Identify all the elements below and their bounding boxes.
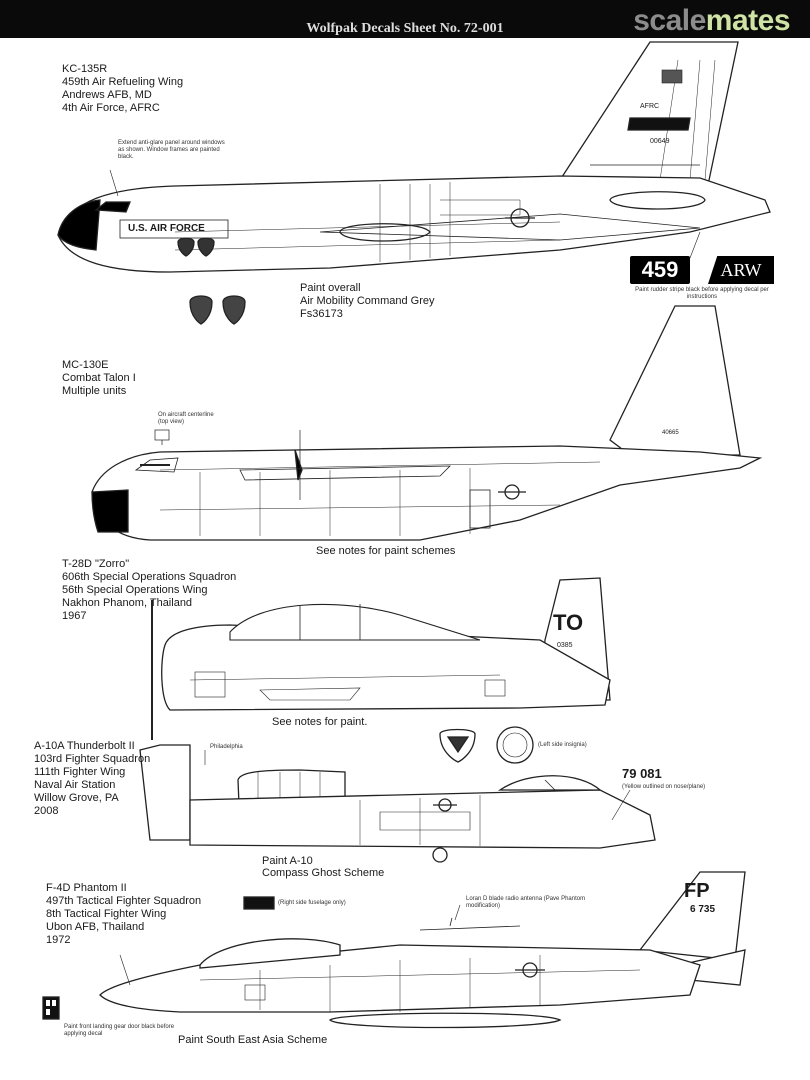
a10-callout-top: Philadelphia — [210, 744, 243, 750]
a10-insignia-note: (Left side insignia) — [538, 742, 587, 748]
aircraft-line-drawings — [42, 41, 771, 1029]
f4-line-4: 1972 — [46, 934, 71, 946]
f4-nose-callout: Paint front landing gear door black befo… — [64, 1024, 175, 1037]
f4-drawing — [42, 871, 746, 1029]
a10-designation: A-10A Thunderbolt II — [34, 740, 135, 752]
t28-line-2: 56th Special Operations Wing — [62, 584, 208, 596]
a10-line-5: 2008 — [34, 805, 59, 817]
kc135-paint-2: Air Mobility Command Grey — [300, 295, 435, 307]
t28-line-1: 606th Special Operations Squadron — [62, 571, 237, 583]
f4-tail-code: FP — [684, 880, 710, 902]
unit-badge-arw: ARW — [708, 256, 774, 284]
t28-line-4: 1967 — [62, 610, 87, 622]
mc130-line-1: Combat Talon I — [62, 372, 136, 384]
kc135-designation: KC-135R — [62, 63, 108, 75]
t28-tail-code: TO — [553, 610, 584, 635]
t28-designation: T-28D "Zorro" — [62, 558, 130, 570]
badge-note: Paint rudder stripe black before applyin… — [635, 287, 769, 300]
t28-paint-note: See notes for paint. — [272, 716, 368, 728]
f4-line-3: Ubon AFB, Thailand — [46, 921, 145, 933]
f4-line-1: 497th Tactical Fighter Squadron — [46, 895, 202, 907]
kc135-paint-1: Paint overall — [300, 282, 361, 294]
scalemates-logo[interactable]: scalemates — [633, 4, 790, 37]
mc130-paint-note: See notes for paint schemes — [316, 545, 456, 557]
unit-badge-459: 459 — [630, 256, 690, 284]
t28-tail-serial: 0385 — [557, 642, 573, 649]
f4-tail-serial: 6 735 — [690, 904, 716, 915]
mc130-callout: On aircraft centerline (top view) — [158, 412, 214, 425]
a10-line-2: 111th Fighter Wing — [34, 766, 126, 778]
mc130-designation: MC-130E — [62, 359, 109, 371]
mc130-line-2: Multiple units — [62, 385, 127, 397]
a10-drawing — [139, 726, 656, 863]
t28-line-3: Nakhon Phanom, Thailand — [62, 597, 193, 609]
a10-line-1: 103rd Fighter Squadron — [34, 753, 151, 765]
kc135-fuselage-text: U.S. AIR FORCE — [128, 223, 205, 234]
kc135-drawing — [57, 41, 771, 325]
kc135-tail-serial: 00649 — [650, 138, 670, 145]
a10-serial: 79 081 — [622, 766, 662, 781]
kc135-tail-text: AFRC — [640, 103, 660, 110]
f4-antenna-callout: Loran D blade radio antenna (Pave Phanto… — [466, 896, 586, 909]
kc135-line-2: Andrews AFB, MD — [62, 89, 152, 101]
a10-line-3: Naval Air Station — [34, 779, 116, 791]
kc135-line-3: 4th Air Force, AFRC — [62, 102, 160, 114]
f4-designation: F-4D Phantom II — [46, 882, 127, 894]
kc135-window-callout: Extend anti-glare panel around windows a… — [118, 140, 225, 160]
mc130-drawing — [91, 305, 763, 541]
a10-serial-note: (Yellow outlined on nose/plane) — [622, 784, 706, 790]
kc135-line-1: 459th Air Refueling Wing — [62, 76, 184, 88]
mc130-tail-serial: 40665 — [662, 430, 679, 436]
t28-drawing — [151, 577, 611, 740]
f4-line-2: 8th Tactical Fighter Wing — [46, 908, 167, 920]
f4-paint-note: Paint South East Asia Scheme — [178, 1034, 328, 1046]
f4-stripe-callout: (Right side fuselage only) — [278, 900, 346, 906]
a10-paint-1: Paint A-10 — [262, 855, 313, 867]
kc135-paint-3: Fs36173 — [300, 308, 343, 320]
a10-line-4: Willow Grove, PA — [34, 792, 119, 804]
header-bar — [0, 0, 810, 38]
sheet-title: Wolfpak Decals Sheet No. 72-001 — [306, 21, 504, 36]
a10-paint-2: Compass Ghost Scheme — [262, 867, 385, 879]
